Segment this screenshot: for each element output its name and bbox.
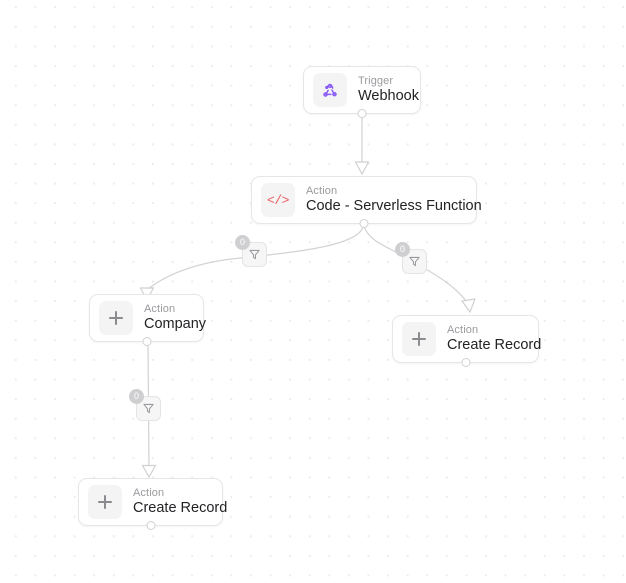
output-handle[interactable] — [142, 337, 151, 346]
node-action-code[interactable]: </> Action Code - Serverless Function — [251, 176, 482, 228]
plus-glyph — [98, 495, 112, 509]
filter-chip-left[interactable]: 0 — [235, 235, 267, 267]
node-action-create-record-bottom[interactable]: Action Create Record — [78, 478, 227, 530]
filter-count-badge: 0 — [235, 235, 250, 250]
code-glyph: </> — [267, 192, 289, 208]
node-kind: Trigger — [358, 74, 394, 87]
filter-count-badge: 0 — [395, 242, 410, 257]
node-text: Action Code - Serverless Function — [306, 184, 482, 215]
node-kind: Action — [133, 486, 165, 499]
output-handle[interactable] — [146, 521, 155, 530]
webhook-icon — [313, 73, 347, 107]
output-handle[interactable] — [359, 219, 369, 228]
node-kind: Action — [306, 184, 338, 197]
plus-icon — [88, 485, 122, 519]
edge-trigger-to-code — [354, 115, 370, 176]
node-action-create-record-right[interactable]: Action Create Record — [392, 315, 542, 367]
funnel-icon — [249, 249, 260, 260]
output-handle[interactable] — [461, 358, 470, 367]
filter-chip-right[interactable]: 0 — [395, 242, 427, 274]
plus-glyph — [109, 311, 123, 325]
node-kind: Action — [447, 323, 479, 336]
node-text: Action Create Record — [447, 323, 542, 354]
node-trigger-webhook[interactable]: Trigger Webhook — [303, 66, 421, 118]
plus-icon — [99, 301, 133, 335]
code-icon: </> — [261, 183, 295, 217]
filter-chip-bottom[interactable]: 0 — [129, 389, 161, 421]
node-title: Webhook — [358, 88, 419, 105]
node-text: Action Create Record — [133, 486, 228, 517]
node-title: Create Record — [133, 500, 228, 517]
node-action-company[interactable]: Action Company — [89, 294, 207, 346]
filter-count-badge: 0 — [129, 389, 144, 404]
funnel-icon — [409, 256, 420, 267]
node-text: Trigger Webhook — [358, 74, 419, 105]
node-text: Action Company — [144, 302, 207, 333]
node-title: Company — [144, 316, 207, 333]
plus-icon — [402, 322, 436, 356]
plus-glyph — [412, 332, 426, 346]
node-title: Create Record — [447, 337, 542, 354]
node-kind: Action — [144, 302, 176, 315]
output-handle[interactable] — [357, 109, 367, 118]
node-title: Code - Serverless Function — [306, 198, 482, 215]
funnel-icon — [143, 403, 154, 414]
